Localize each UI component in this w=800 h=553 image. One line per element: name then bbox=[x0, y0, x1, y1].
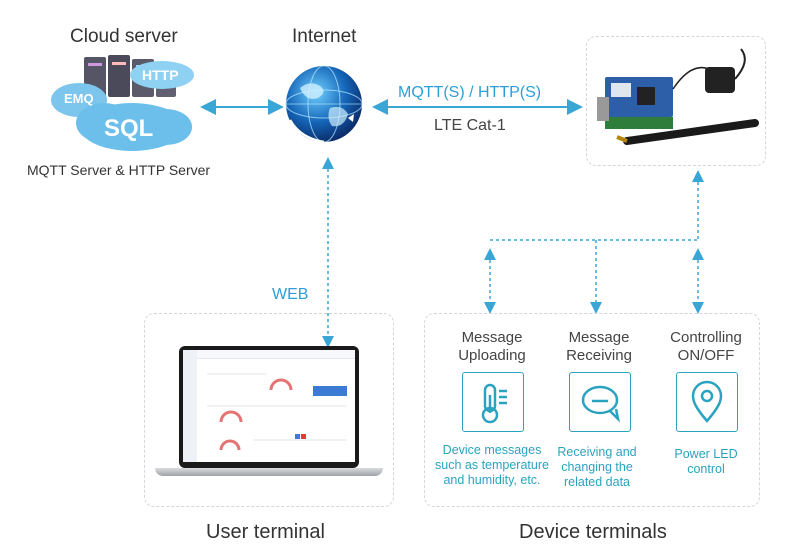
http-badge: HTTP bbox=[142, 67, 179, 83]
chat-bubble-icon bbox=[581, 385, 621, 423]
cloud-server-caption: MQTT Server & HTTP Server bbox=[27, 162, 211, 178]
dashboard-gauges-icon bbox=[207, 373, 347, 451]
emq-badge: EMQ bbox=[64, 91, 94, 106]
card-control-icon-box bbox=[676, 372, 738, 432]
laptop-base bbox=[155, 468, 383, 476]
cloud-server-icon bbox=[51, 55, 194, 151]
sql-badge: SQL bbox=[104, 115, 154, 142]
device-hardware-box bbox=[586, 36, 766, 166]
cloud-server-title: Cloud server bbox=[70, 26, 178, 47]
location-pin-icon bbox=[691, 380, 723, 423]
dashboard-preview bbox=[183, 350, 355, 462]
user-terminal-title: User terminal bbox=[206, 521, 325, 543]
internet-title: Internet bbox=[292, 26, 357, 47]
hat-board-illustration bbox=[597, 48, 759, 145]
card-receive-icon-box bbox=[569, 372, 631, 432]
web-label: WEB bbox=[272, 286, 309, 303]
protocol-label: MQTT(S) / HTTP(S) bbox=[398, 84, 542, 101]
laptop-screen bbox=[179, 346, 359, 468]
cloud-server-illustration: EMQ HTTP SQL bbox=[44, 55, 204, 155]
thermometer-icon bbox=[481, 383, 507, 424]
device-terminals-title: Device terminals bbox=[519, 521, 667, 543]
device-terminals-box bbox=[424, 313, 760, 507]
network-label: LTE Cat-1 bbox=[434, 117, 506, 134]
card-upload-icon-box bbox=[462, 372, 524, 432]
user-terminal-box bbox=[144, 313, 394, 507]
